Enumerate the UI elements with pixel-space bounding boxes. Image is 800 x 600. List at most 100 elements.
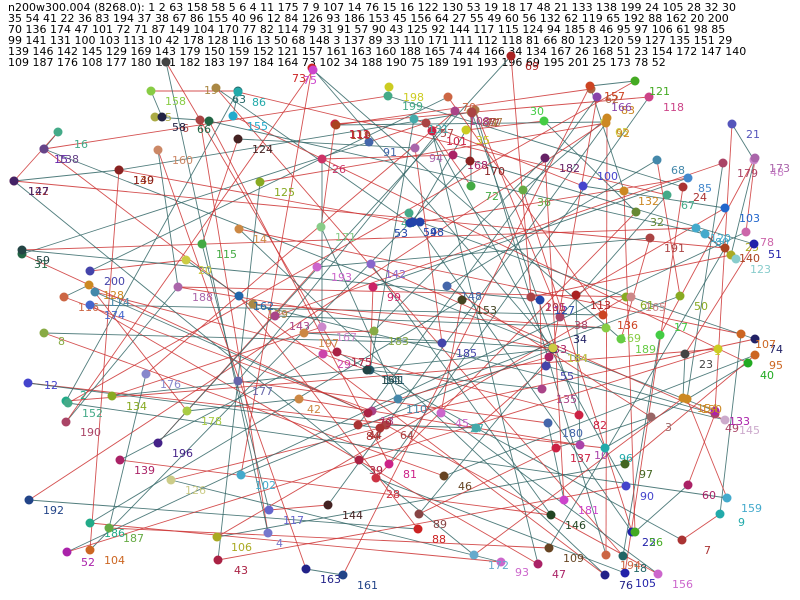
tour-edge <box>425 122 627 487</box>
node-dot <box>540 153 550 163</box>
node-label: 92 <box>616 127 630 140</box>
header-line: 35 54 41 22 36 83 194 37 38 67 86 155 40… <box>8 12 729 25</box>
node-label: 24 <box>693 191 707 204</box>
node-label: 51 <box>768 248 782 261</box>
node-label: 112 <box>349 128 370 141</box>
node-label: 198 <box>403 91 424 104</box>
node-dot <box>323 500 333 510</box>
node-label: 113 <box>590 299 611 312</box>
tour-edge <box>730 157 756 256</box>
node-dot <box>621 481 631 491</box>
node-label: 43 <box>234 564 248 577</box>
node-label: 46 <box>458 480 472 493</box>
node-label: 111 <box>349 128 370 141</box>
node-label: 89 <box>433 518 447 531</box>
node-147: 147 <box>9 176 49 198</box>
node-127: 127 <box>535 295 575 317</box>
tour-edge <box>681 513 721 541</box>
tour-edge <box>27 382 606 449</box>
node-dot <box>427 126 437 136</box>
tour-edge <box>88 284 188 412</box>
node-label: 101 <box>446 135 467 148</box>
node-dot <box>544 352 554 362</box>
node-label: 122 <box>28 185 49 198</box>
node-label: 60 <box>702 489 716 502</box>
node-133: 133 <box>710 406 750 428</box>
node-dot <box>408 217 418 227</box>
node-dot <box>448 150 458 160</box>
node-label: 114 <box>109 296 130 309</box>
node-dot <box>331 120 341 130</box>
node-dot <box>722 493 732 503</box>
tour-edge <box>13 169 120 182</box>
node-dot <box>750 153 760 163</box>
node-dot <box>439 471 449 481</box>
node-18: 18 <box>618 551 647 575</box>
node-dot <box>264 505 274 515</box>
node-90: 90 <box>621 481 654 503</box>
tour-edge <box>530 254 732 298</box>
node-label: 115 <box>216 248 237 261</box>
node-32: 32 <box>631 207 664 229</box>
node-label: 169 <box>620 332 641 345</box>
tour-edge <box>397 356 550 400</box>
node-dot <box>526 292 536 302</box>
node-dot <box>720 243 730 253</box>
node-dot <box>600 443 610 453</box>
node-label: 110 <box>406 403 427 416</box>
node-117: 117 <box>264 505 304 527</box>
node-177: 177 <box>233 376 273 398</box>
node-23: 23 <box>680 349 713 371</box>
node-dot <box>465 156 475 166</box>
node-153: 153 <box>457 295 497 317</box>
tour-edge <box>590 88 625 192</box>
node-label: 23 <box>699 358 713 371</box>
tour-edge <box>656 159 681 297</box>
node-dot <box>620 568 630 578</box>
node-dot <box>410 143 420 153</box>
node-142: 142 <box>366 259 406 281</box>
node-label: 107 <box>755 338 776 351</box>
tour-edge <box>43 332 443 344</box>
node-dot <box>115 455 125 465</box>
tour-edge <box>170 479 502 563</box>
node-dot <box>39 328 49 338</box>
node-dot <box>601 118 611 128</box>
node-dot <box>539 116 549 126</box>
node-label: 37 <box>489 116 503 129</box>
node-dot <box>166 475 176 485</box>
node-label: 128 <box>103 289 124 302</box>
node-label: 63 <box>232 93 246 106</box>
node-dot <box>362 365 372 375</box>
node-dot <box>533 559 543 569</box>
node-label: 3 <box>665 421 672 434</box>
node-label: 26 <box>332 163 346 176</box>
node-dot <box>308 65 318 75</box>
node-label: 173 <box>769 162 790 175</box>
node-dot <box>393 394 403 404</box>
node-dot <box>299 328 309 338</box>
node-dot <box>662 190 672 200</box>
tour-edge <box>686 162 724 400</box>
node-dot <box>467 107 477 117</box>
node-label: 21 <box>746 128 760 141</box>
tour-edge <box>731 123 755 161</box>
node-dot <box>363 408 373 418</box>
tour-edge <box>237 380 549 424</box>
node-label: 146 <box>565 519 586 532</box>
node-36: 36 <box>518 185 551 209</box>
node-label: 20 <box>198 264 212 277</box>
node-12: 12 <box>23 378 58 392</box>
node-label: 9 <box>738 516 745 529</box>
tour-edge <box>414 147 443 344</box>
node-dot <box>543 418 553 428</box>
node-label: 86 <box>252 96 266 109</box>
node-label: 69 <box>525 60 539 73</box>
node-dot <box>212 532 222 542</box>
tour-edge <box>320 226 399 400</box>
node-196: 196 <box>153 438 193 460</box>
tour-edge <box>186 398 300 412</box>
node-dot <box>85 266 95 276</box>
node-151: 151 <box>362 365 402 387</box>
node-label: 144 <box>342 509 363 522</box>
